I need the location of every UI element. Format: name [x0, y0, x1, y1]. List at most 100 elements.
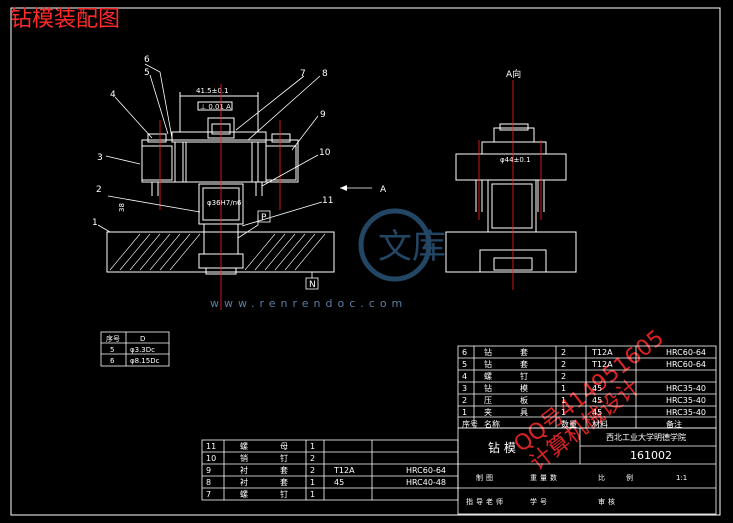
left-parts-cell: HRC40-48 [406, 478, 446, 487]
right-parts-cell: 数量 [561, 419, 577, 429]
right-parts-cell: HRC60-64 [666, 348, 706, 357]
left-parts-cell: 1 [310, 478, 315, 487]
right-parts-cell: 模 [520, 383, 528, 393]
right-parts-table [457, 345, 717, 429]
hole-table-header-0: 序号 [106, 334, 120, 343]
hole-table-cell: φ3.3Dc [130, 346, 155, 354]
title-block-label: 导 [476, 498, 483, 506]
right-parts-cell: 材料 [592, 419, 608, 429]
left-parts-cell: 套 [280, 477, 288, 487]
title-block-drawing-no: 161002 [630, 449, 672, 462]
left-parts-cell: 销 [240, 453, 248, 463]
right-parts-cell: 45 [592, 396, 602, 405]
title-block-label: 图 [486, 474, 493, 482]
dim-tolerance-box: ⊥ 0.01 A [200, 103, 231, 111]
title-block-school: 西北工业大学明德学院 [606, 432, 686, 442]
right-parts-cell: 钻 [484, 347, 492, 357]
callout-2: 2 [96, 185, 102, 195]
title-block-label: 数 [550, 473, 557, 482]
section-view-left [106, 92, 335, 275]
left-parts-cell: 2 [310, 466, 315, 475]
left-parts-cell: 螺 [240, 441, 248, 451]
right-parts-cell: 2 [561, 360, 566, 369]
title-block-label: 学 [530, 497, 537, 506]
right-parts-cell: 备注 [666, 419, 682, 429]
watermark-site: www.renrendoc.com [210, 297, 407, 310]
title-block-bottom-labels: 指导老师学号审核 [466, 497, 615, 506]
right-parts-cell: HRC35-40 [666, 384, 706, 393]
right-parts-cell: 名称 [484, 419, 500, 429]
left-parts-cell: 1 [310, 442, 315, 451]
right-parts-cell: 2 [462, 396, 467, 405]
right-parts-cell: 45 [592, 384, 602, 393]
title-block [457, 427, 717, 515]
p-datum-box: P [261, 213, 267, 223]
right-parts-cell: 1 [462, 408, 467, 417]
hole-table-cell: φ8.15Dc [130, 357, 160, 365]
leader-lines [97, 63, 323, 239]
section-a-arrow-label: A [380, 185, 387, 195]
title-block-label: 师 [496, 497, 503, 506]
right-parts-cell: 钻 [484, 383, 492, 393]
right-parts-cell: HRC35-40 [666, 408, 706, 417]
watermark-logo: 文库 [358, 208, 446, 282]
left-parts-cell: 套 [280, 465, 288, 475]
callout-6: 6 [144, 55, 150, 65]
hole-table-cell: 5 [110, 346, 114, 354]
left-parts-cell: 9 [206, 466, 211, 475]
right-parts-cell: 套 [520, 359, 528, 369]
left-parts-cell: 2 [310, 454, 315, 463]
title-block-label: 核 [608, 497, 615, 506]
left-parts-cell: 11 [206, 442, 216, 451]
right-parts-cell: 套 [520, 347, 528, 357]
callout-3: 3 [97, 153, 103, 163]
n-datum-box: N [309, 280, 316, 290]
hole-table [100, 331, 170, 367]
dim-right-label: φ44±0.1 [500, 156, 531, 164]
callout-1: 1 [92, 218, 98, 228]
left-parts-cell: T12A [333, 466, 355, 475]
right-parts-cell: 钻 [484, 359, 492, 369]
watermark-logo-text: 文库 [378, 227, 446, 267]
right-parts-cell: 1 [561, 396, 566, 405]
left-parts-cell: 10 [206, 454, 216, 463]
left-parts-cell: 钉 [280, 489, 288, 499]
title-block-label: 号 [540, 498, 547, 506]
section-a-view-title: A向 [506, 68, 521, 80]
left-parts-cell: 衬 [240, 477, 248, 487]
left-parts-cell: 钉 [280, 453, 288, 463]
view-right [445, 123, 577, 273]
right-parts-cell: HRC60-64 [666, 360, 706, 369]
left-parts-cell: 7 [206, 490, 211, 499]
callout-9: 9 [320, 110, 326, 120]
left-parts-cell: HRC60-64 [406, 466, 446, 475]
right-parts-cell: 2 [561, 348, 566, 357]
right-parts-cell: 45 [592, 408, 602, 417]
callout-8: 8 [322, 69, 328, 79]
dim-vertical-label: 38 [118, 203, 126, 212]
left-parts-cell: 45 [334, 478, 344, 487]
right-parts-cell: T12A [591, 360, 613, 369]
right-parts-cell: 5 [462, 360, 467, 369]
right-parts-cell: 4 [462, 372, 467, 381]
right-parts-cell: 1 [561, 408, 566, 417]
left-parts-cell: 1 [310, 490, 315, 499]
right-parts-cell: 压 [484, 396, 492, 405]
callout-5: 5 [144, 68, 150, 78]
right-parts-cell: 3 [462, 384, 467, 393]
title-block-label: 指 [466, 497, 473, 506]
drawing-title: 钻模装配图 [10, 7, 120, 32]
base-hatch [109, 233, 326, 271]
callout-4: 4 [110, 90, 116, 100]
title-block-label: 1:1 [676, 474, 687, 482]
right-parts-cell: T12A [591, 348, 613, 357]
right-parts-cell: 钉 [520, 371, 528, 381]
hole-table-header-1: D [140, 335, 145, 343]
drawing-border [10, 7, 721, 516]
right-parts-cell: 2 [561, 372, 566, 381]
